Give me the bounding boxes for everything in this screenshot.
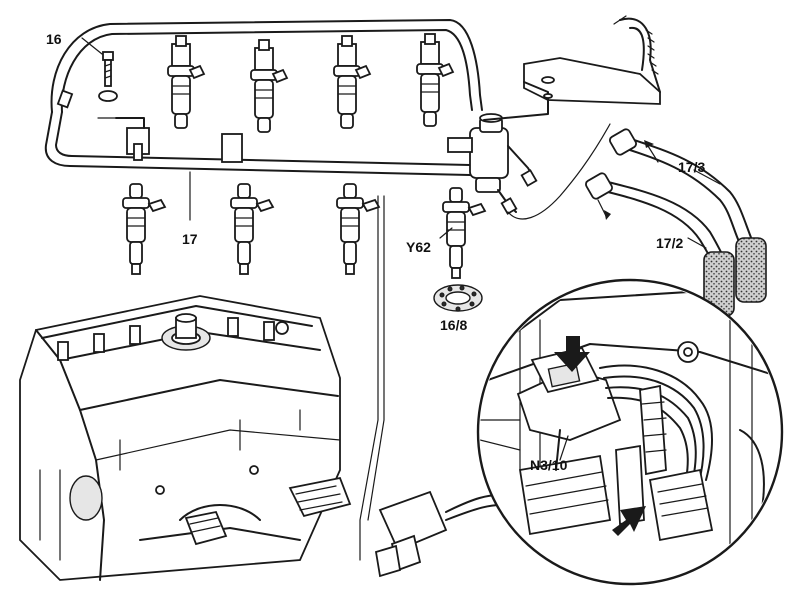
injector-bottom-3 — [336, 183, 380, 275]
fuel-line-return — [585, 172, 735, 317]
label-fuel-line-supply: 17/3 — [678, 159, 706, 175]
label-bolt: 16 — [46, 31, 62, 47]
injector-top-2 — [250, 39, 288, 133]
injector-bottom-1 — [122, 183, 166, 275]
injector-top-4 — [416, 33, 454, 127]
label-control-unit: N3/10 — [530, 457, 568, 473]
bolt — [81, 37, 118, 102]
label-fuel-rail: 17 — [182, 231, 198, 247]
injector-bottom-4 — [442, 187, 486, 279]
flow-arrows — [597, 140, 659, 220]
injector-top-3 — [333, 35, 371, 129]
pressure-regulator — [447, 113, 538, 215]
label-injector: Y62 — [406, 239, 431, 255]
label-fuel-line-return: 17/2 — [656, 235, 684, 251]
harness-wire — [359, 195, 379, 561]
label-seal-ring: 16/8 — [440, 317, 468, 333]
injector-bottom-2 — [230, 183, 274, 275]
seal-ring — [433, 284, 483, 312]
detail-inset — [476, 278, 784, 586]
engine-block — [19, 295, 352, 581]
fuel-line-supply — [609, 128, 767, 303]
arrow-down-icon — [554, 336, 590, 372]
injector-top-1 — [167, 35, 205, 129]
electrical-connector — [374, 490, 513, 578]
arrow-up-icon — [612, 506, 646, 536]
fuel-rail — [44, 19, 483, 176]
mounting-bracket — [483, 15, 661, 121]
